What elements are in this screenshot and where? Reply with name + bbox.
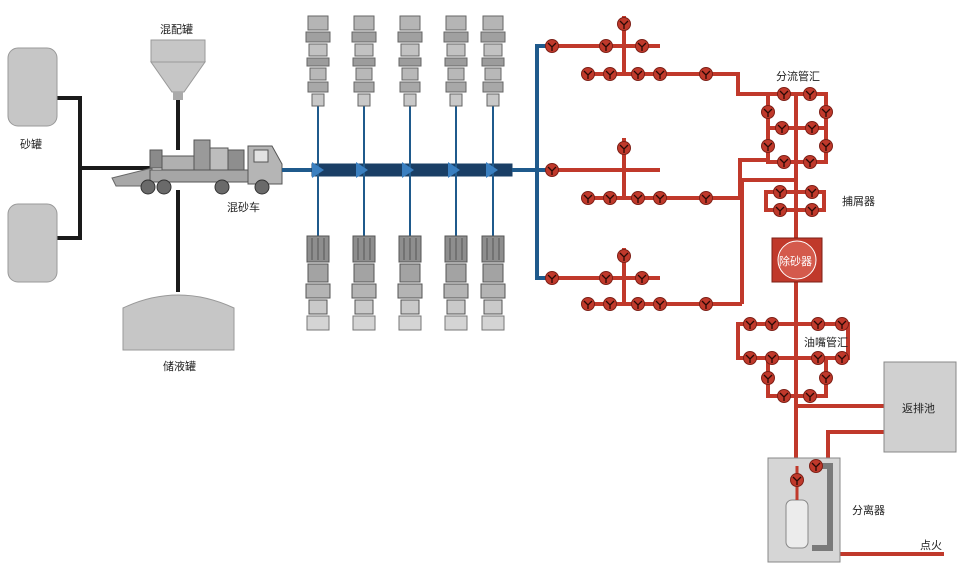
blender-truck [111,139,283,195]
separator [767,457,841,563]
sand-tank-lower [7,203,58,283]
mixing-tank [150,39,206,100]
desander [771,237,823,283]
wellhead-1-valves [544,16,714,82]
sand-tank-label: 砂罐 [20,138,42,151]
separator-label: 分离器 [852,503,885,517]
debris-catcher-label: 捕屑器 [842,194,875,208]
storage-tank [122,294,235,351]
blender-truck-label: 混砂车 [227,200,260,214]
flowback-lines [552,16,944,556]
flow-arrows [312,162,498,178]
flowback-pit [883,361,957,453]
diverter-manifold-label: 分流管汇 [776,69,820,83]
mixing-tank-label: 混配罐 [160,23,193,36]
flowback-pit-label: 返排池 [902,401,935,415]
choke-manifold-label: 油嘴管汇 [804,335,848,349]
ignition-label: 点火 [920,539,942,552]
sand-tank-upper [7,47,58,127]
desander-label: 除砂器 [779,254,812,268]
supply-lines [57,96,180,292]
storage-tank-label: 储液罐 [163,359,196,373]
wellhead-2-valves [544,140,714,206]
frac-pumps-top [305,15,506,107]
frac-pumps-bottom [305,235,506,331]
